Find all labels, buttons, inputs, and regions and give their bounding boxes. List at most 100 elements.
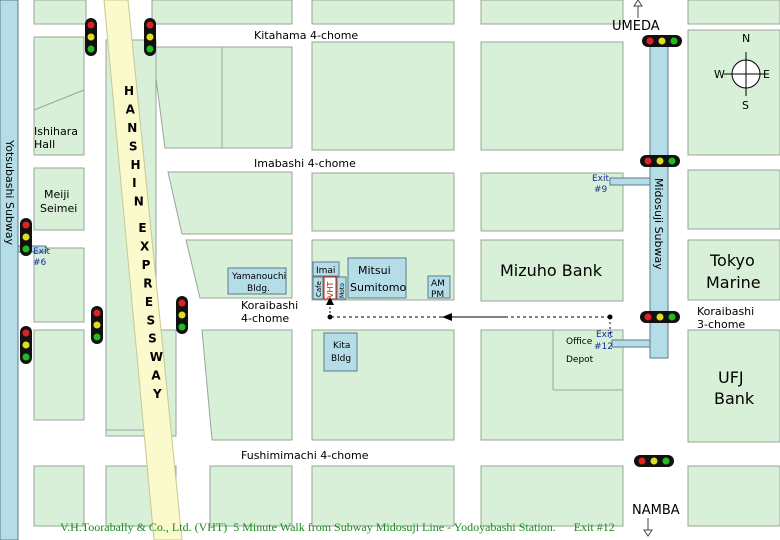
city-blocks <box>33 0 780 527</box>
expressway-letter: W <box>150 350 163 364</box>
city-block <box>687 169 780 230</box>
city-block <box>687 0 780 25</box>
kita-bldg <box>323 332 358 372</box>
ampm-store <box>427 275 451 299</box>
city-block <box>167 171 293 235</box>
city-block <box>33 167 85 231</box>
traffic-light <box>634 455 674 467</box>
ampm-label-1: AM <box>431 279 445 289</box>
exit-12-stair <box>611 339 651 348</box>
expressway-letter: R <box>143 276 152 290</box>
city-block <box>480 239 624 302</box>
yamanouchi-bldg <box>227 267 287 295</box>
city-block <box>687 465 780 527</box>
tokyo-marine-label-2: Marine <box>706 273 761 292</box>
exit-9-label-1: Exit <box>592 174 610 184</box>
exit-6-label-1: Exit <box>33 247 51 257</box>
street-fushimimachi: Fushimimachi 4-chome <box>241 449 369 462</box>
city-block <box>33 0 87 25</box>
city-block <box>480 172 624 232</box>
route-arrow-up <box>326 297 334 305</box>
umeda-label: UMEDA <box>612 19 660 34</box>
compass-n: N <box>742 32 750 45</box>
city-block <box>209 465 293 527</box>
ishihara-hall-label-2: Hall <box>34 138 55 151</box>
office-depot-label-1: Office <box>566 337 593 347</box>
ufj-bank-label-2: Bank <box>714 389 755 408</box>
mitsui-label-2: Sumitomo <box>350 281 406 294</box>
expressway-letter: S <box>147 313 156 327</box>
meiji-seimei-label-1: Meiji <box>44 188 69 201</box>
expressway-letter: N <box>127 121 137 135</box>
expressway-letter: Y <box>152 387 162 401</box>
expressway-letter: H <box>131 158 141 172</box>
exit-6-label-2: #6 <box>33 258 47 268</box>
city-block <box>687 329 780 443</box>
city-block <box>480 41 624 151</box>
yamanouchi-label-1: Yamanouchi <box>231 272 286 282</box>
expressway-letter: H <box>124 84 134 98</box>
street-koraibashi-east-2: 3-chome <box>697 318 745 331</box>
namba-label: NAMBA <box>632 503 680 518</box>
compass-e: E <box>763 68 770 81</box>
city-block <box>687 239 780 301</box>
city-block <box>480 329 624 441</box>
city-block <box>201 329 293 441</box>
city-block <box>687 29 780 156</box>
compass-s: S <box>742 99 749 112</box>
compass: N S W E <box>714 32 770 112</box>
exit-9-stair <box>609 177 651 186</box>
imai-bldg <box>312 261 340 277</box>
vht-label: VHT <box>326 282 335 298</box>
ufj-bank-label-1: UFJ <box>718 368 744 387</box>
office-depot-label-2: Depot <box>566 355 594 365</box>
expressway-letter: I <box>132 176 136 190</box>
expressway-letter: S <box>148 332 157 346</box>
tokyo-marine-label-1: Tokyo <box>709 251 755 270</box>
city-block <box>33 247 85 323</box>
expressway-letter: A <box>151 369 161 383</box>
mitsui-label-1: Mitsui <box>358 264 391 277</box>
mizuho-bank-label: Mizuho Bank <box>500 261 603 280</box>
expressway-letter: X <box>140 240 150 254</box>
city-block <box>33 36 85 156</box>
expressway-letter: P <box>142 258 151 272</box>
traffic-light <box>144 18 156 56</box>
traffic-light <box>640 155 680 167</box>
traffic-lights <box>20 18 682 467</box>
city-block <box>480 465 624 527</box>
hanshin-expressway <box>103 0 183 540</box>
ishihara-hall-label-1: Ishihara <box>34 125 78 138</box>
city-block <box>311 465 455 527</box>
street-imabashi: Imabashi 4-chome <box>254 157 356 170</box>
city-block <box>311 41 455 151</box>
city-block <box>33 465 85 527</box>
street-koraibashi-west-2: 4-chome <box>241 312 289 325</box>
moto-label: Moto <box>339 283 346 298</box>
street-koraibashi-east-1: Koraibashi <box>697 305 754 318</box>
compass-w: W <box>714 68 725 81</box>
exit-9-label-2: #9 <box>594 185 608 195</box>
traffic-light <box>176 296 188 334</box>
traffic-light <box>91 306 103 344</box>
exit-12-label-2: #12 <box>594 342 613 352</box>
street-kitahama: Kitahama 4-chome <box>254 29 358 42</box>
expressway-letter: S <box>129 139 138 153</box>
city-block <box>311 172 455 232</box>
ampm-label-2: PM <box>431 290 444 300</box>
kita-label-2: Bldg <box>331 354 351 364</box>
meiji-seimei-label-2: Seimei <box>40 202 77 215</box>
expressway-letter: E <box>138 221 146 235</box>
traffic-light <box>20 326 32 364</box>
city-block <box>480 0 624 25</box>
midosuji-subway-label: Midosuji Subway <box>652 178 665 270</box>
expressway-letter: N <box>134 195 144 209</box>
footer-caption: V.H.Toorabally & Co., Ltd. (VHT) 5 Minut… <box>60 520 615 534</box>
traffic-light <box>20 218 32 256</box>
route-arrow-left <box>442 313 505 321</box>
yotsubashi-subway <box>0 0 19 540</box>
mitsui-sumitomo-bldg <box>347 257 407 299</box>
moto-bldg <box>336 276 347 300</box>
